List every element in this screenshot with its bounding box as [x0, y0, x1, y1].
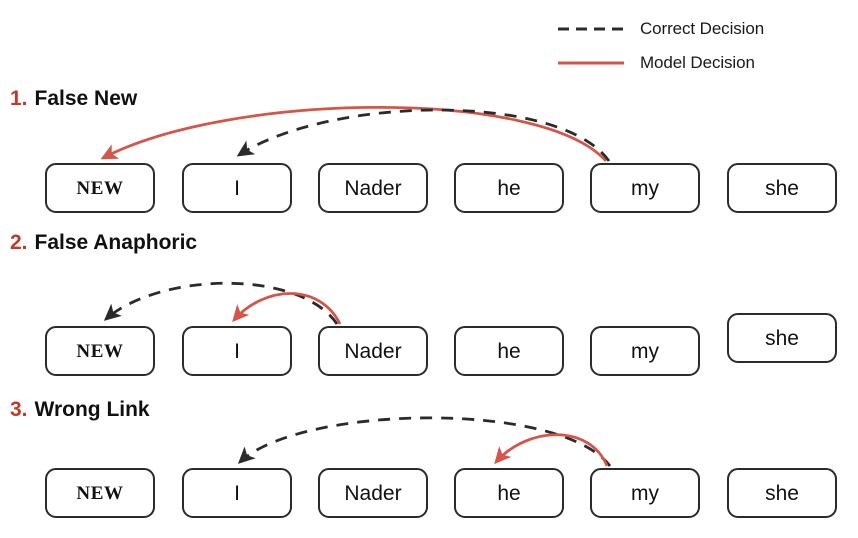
row-number-3: 3. — [10, 398, 28, 421]
token-box-new-row1[interactable]: NEW — [45, 163, 155, 213]
token-label: I — [234, 481, 240, 505]
row-title-2: 2. False Anaphoric — [10, 231, 197, 255]
token-label: Nader — [344, 176, 402, 200]
token-label: he — [497, 481, 521, 505]
arc-row1-correct-my-to-i — [236, 108, 611, 162]
token-label: she — [765, 481, 799, 505]
token-label: my — [631, 176, 659, 200]
token-box-nader-row3[interactable]: Nader — [318, 468, 428, 518]
token-label: she — [765, 176, 799, 200]
token-label: NEW — [76, 340, 124, 362]
token-box-my-row1[interactable]: my — [590, 163, 700, 213]
arc-row2-model-nader-to-i — [232, 292, 342, 325]
arc-row1-model-my-to-new — [100, 105, 608, 162]
legend-label-model-decision: Model Decision — [640, 53, 755, 72]
arc-row3-correct-my-to-i — [237, 416, 612, 467]
token-label: I — [234, 339, 240, 363]
token-box-he-row3[interactable]: he — [454, 468, 564, 518]
token-label: NEW — [76, 177, 124, 199]
token-label: she — [765, 326, 799, 350]
row-label-3: Wrong Link — [34, 398, 150, 421]
token-box-she-row2[interactable]: she — [727, 313, 837, 363]
token-label: Nader — [344, 481, 402, 505]
token-box-he-row1[interactable]: he — [454, 163, 564, 213]
token-label: my — [631, 339, 659, 363]
arc-row3-model-my-to-he — [494, 433, 609, 467]
legend-label-correct-decision: Correct Decision — [640, 19, 765, 38]
row-label-1: False New — [34, 87, 138, 110]
token-box-new-row3[interactable]: NEW — [45, 468, 155, 518]
row-title-1: 1. False New — [10, 87, 137, 111]
legend: Correct Decision Model Decision — [556, 12, 856, 80]
row-title-3: 3. Wrong Link — [10, 398, 150, 422]
legend-item-model-decision: Model Decision — [556, 46, 856, 80]
token-box-my-row3[interactable]: my — [590, 468, 700, 518]
legend-item-correct-decision: Correct Decision — [556, 12, 856, 46]
token-box-nader-row1[interactable]: Nader — [318, 163, 428, 213]
token-box-my-row2[interactable]: my — [590, 326, 700, 376]
token-box-i-row2[interactable]: I — [182, 326, 292, 376]
token-label: I — [234, 176, 240, 200]
token-box-new-row2[interactable]: NEW — [45, 326, 155, 376]
token-box-she-row1[interactable]: she — [727, 163, 837, 213]
token-box-i-row1[interactable]: I — [182, 163, 292, 213]
token-label: he — [497, 339, 521, 363]
token-label: NEW — [76, 482, 124, 504]
row-number-2: 2. — [10, 231, 28, 254]
token-box-nader-row2[interactable]: Nader — [318, 326, 428, 376]
token-box-she-row3[interactable]: she — [727, 468, 837, 518]
token-box-i-row3[interactable]: I — [182, 468, 292, 518]
arc-row2-correct-nader-to-new — [103, 281, 339, 325]
token-box-he-row2[interactable]: he — [454, 326, 564, 376]
row-label-2: False Anaphoric — [34, 231, 198, 254]
row-number-1: 1. — [10, 87, 28, 110]
token-label: Nader — [344, 339, 402, 363]
token-label: he — [497, 176, 521, 200]
